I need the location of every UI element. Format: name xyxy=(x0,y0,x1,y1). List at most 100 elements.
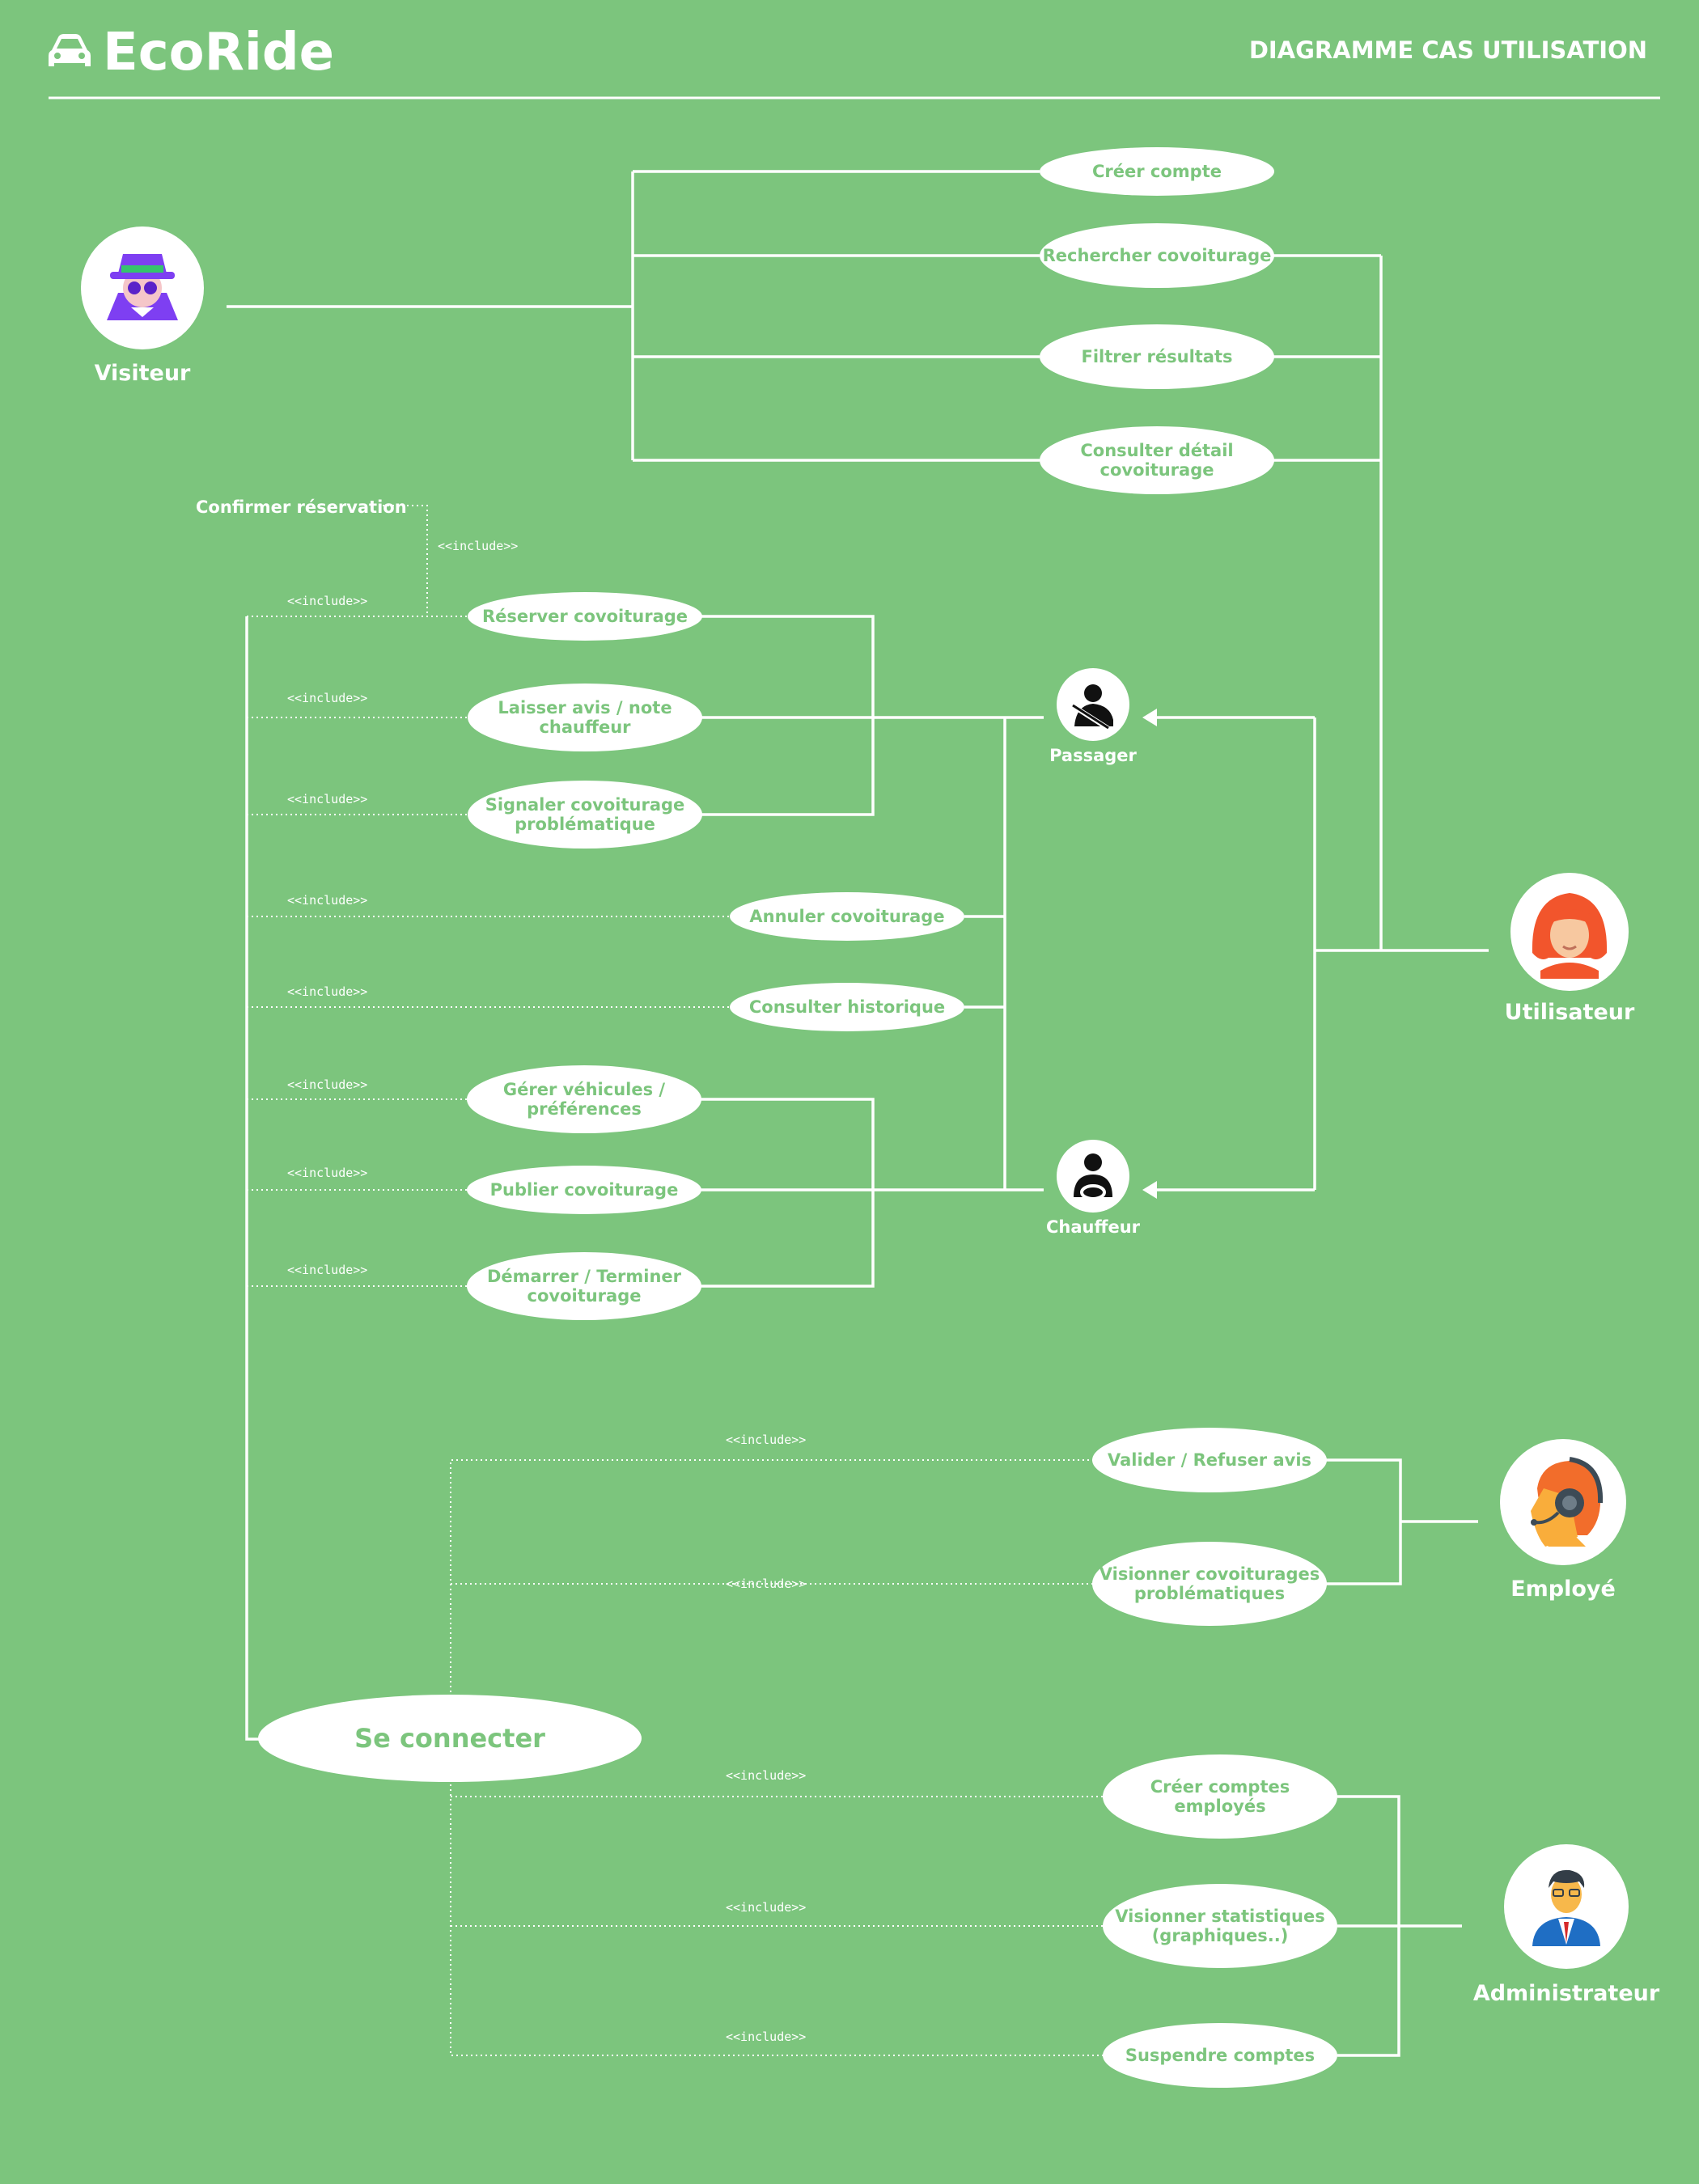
diagram-title: DIAGRAMME CAS UTILISATION xyxy=(1249,36,1647,64)
use-case-label: Publier covoiturage xyxy=(490,1180,679,1200)
use-case-label: Laisser avis / note xyxy=(498,698,672,717)
use-case-ellipse xyxy=(1103,1884,1337,1968)
use-case-ellipse xyxy=(467,1166,701,1214)
use-case-historique: Consulter historique xyxy=(730,983,964,1031)
use-case-publier: Publier covoiturage xyxy=(467,1166,701,1214)
association-lines xyxy=(227,170,1489,2057)
actor-administrateur: Administrateur xyxy=(1473,1844,1660,2006)
include-label: <<include>> xyxy=(287,792,367,806)
woman-avatar-icon xyxy=(1532,893,1608,979)
use-case-creer-compte: Créer compte xyxy=(1040,147,1274,196)
use-case-label: Créer comptes xyxy=(1150,1777,1290,1797)
use-case-ellipse xyxy=(468,684,702,751)
use-case-se-connecter: Se connecter xyxy=(258,1695,642,1782)
use-case-label: chauffeur xyxy=(539,717,631,737)
use-case-statistiques: Visionner statistiques(graphiques..) xyxy=(1103,1884,1337,1968)
include-label: <<include>> xyxy=(287,691,367,705)
use-case-ellipse xyxy=(1092,1542,1327,1626)
use-case-label: Annuler covoiturage xyxy=(749,907,944,926)
note-confirmer-reservation: Confirmer réservation xyxy=(196,497,407,517)
include-label: <<include>> xyxy=(438,539,518,553)
use-case-label: (graphiques..) xyxy=(1152,1926,1289,1945)
use-case-label: Signaler covoiturage xyxy=(485,795,685,815)
use-case-label: Rechercher covoiturage xyxy=(1043,246,1272,265)
use-case-ellipse xyxy=(1040,147,1274,196)
use-case-label: Visionner covoiturages xyxy=(1099,1564,1320,1584)
use-case-label: problématiques xyxy=(1134,1584,1285,1603)
use-case-ellipse xyxy=(1040,324,1274,389)
use-case-ellipse xyxy=(1040,223,1274,288)
brand-title: EcoRide xyxy=(103,23,334,83)
actor-label-chauffeur: Chauffeur xyxy=(1046,1217,1141,1237)
use-case-label: Consulter détail xyxy=(1080,441,1233,460)
use-case-label: préférences xyxy=(527,1099,642,1119)
include-labels: <<include>> <<include>> <<include>> <<in… xyxy=(287,539,806,2044)
actor-label-administrateur: Administrateur xyxy=(1473,1981,1660,2006)
use-case-label: Se connecter xyxy=(354,1723,545,1754)
actor-chauffeur: Chauffeur xyxy=(1046,1140,1141,1237)
use-case-ellipse xyxy=(258,1695,642,1782)
spy-icon xyxy=(107,254,178,320)
use-case-label: Créer compte xyxy=(1092,162,1222,181)
use-case-label: covoiturage xyxy=(527,1286,642,1306)
use-case-label: Gérer véhicules / xyxy=(503,1080,665,1099)
use-case-ellipse xyxy=(1092,1428,1327,1492)
use-case-rechercher: Rechercher covoiturage xyxy=(1040,223,1274,288)
include-label: <<include>> xyxy=(726,2030,806,2044)
actor-label-utilisateur: Utilisateur xyxy=(1505,1000,1635,1025)
use-case-label: Réserver covoiturage xyxy=(482,607,688,626)
use-case-valider-avis: Valider / Refuser avis xyxy=(1092,1428,1327,1492)
use-case-ellipse xyxy=(1103,2023,1337,2088)
use-case-filtrer: Filtrer résultats xyxy=(1040,324,1274,389)
actor-utilisateur: Utilisateur xyxy=(1505,873,1635,1025)
include-label: <<include>> xyxy=(287,984,367,999)
use-case-annuler: Annuler covoiturage xyxy=(730,892,964,941)
include-label: <<include>> xyxy=(287,893,367,908)
actor-visiteur: Visiteur xyxy=(81,226,204,386)
include-label: <<include>> xyxy=(287,1077,367,1092)
use-case-label: Démarrer / Terminer xyxy=(487,1267,682,1286)
use-case-ellipse xyxy=(730,892,964,941)
include-label: <<include>> xyxy=(287,594,367,608)
use-case-ellipse xyxy=(467,1065,701,1133)
car-icon xyxy=(49,34,91,66)
use-case-ellipse xyxy=(1040,426,1274,494)
use-case-label: Visionner statistiques xyxy=(1115,1907,1324,1926)
include-label: <<include>> xyxy=(726,1900,806,1915)
use-case-label: Filtrer résultats xyxy=(1081,347,1232,366)
actor-label-passager: Passager xyxy=(1049,746,1137,765)
operator-headset-icon xyxy=(1531,1457,1604,1547)
use-case-label: employés xyxy=(1174,1797,1265,1816)
include-label: <<include>> xyxy=(287,1166,367,1180)
use-case-ellipse xyxy=(1103,1754,1337,1839)
use-case-suspendre: Suspendre comptes xyxy=(1103,2023,1337,2088)
include-label: <<include>> xyxy=(726,1768,806,1783)
actor-passager: Passager xyxy=(1049,668,1138,765)
actor-label-visiteur: Visiteur xyxy=(95,361,191,386)
use-case-label: Valider / Refuser avis xyxy=(1108,1450,1311,1470)
include-label: <<include>> xyxy=(287,1263,367,1277)
use-case-gerer-vehicules: Gérer véhicules /préférences xyxy=(467,1065,701,1133)
include-label: <<include>> xyxy=(726,1433,806,1447)
driver-icon xyxy=(1074,1153,1112,1200)
use-case-label: problématique xyxy=(515,815,655,834)
use-case-label: covoiturage xyxy=(1100,460,1214,480)
passenger-icon xyxy=(1070,684,1113,732)
include-label: <<include>> xyxy=(726,1577,806,1591)
actor-employe: Employé xyxy=(1500,1439,1626,1602)
include-dependencies xyxy=(247,505,1104,2056)
use-case-ellipse xyxy=(467,1252,701,1320)
use-case-label: Consulter historique xyxy=(749,997,945,1017)
use-case-label: Suspendre comptes xyxy=(1125,2046,1315,2065)
businessman-icon xyxy=(1532,1869,1600,1946)
use-case-ellipse xyxy=(730,983,964,1031)
header: EcoRide DIAGRAMME CAS UTILISATION xyxy=(49,23,1660,99)
